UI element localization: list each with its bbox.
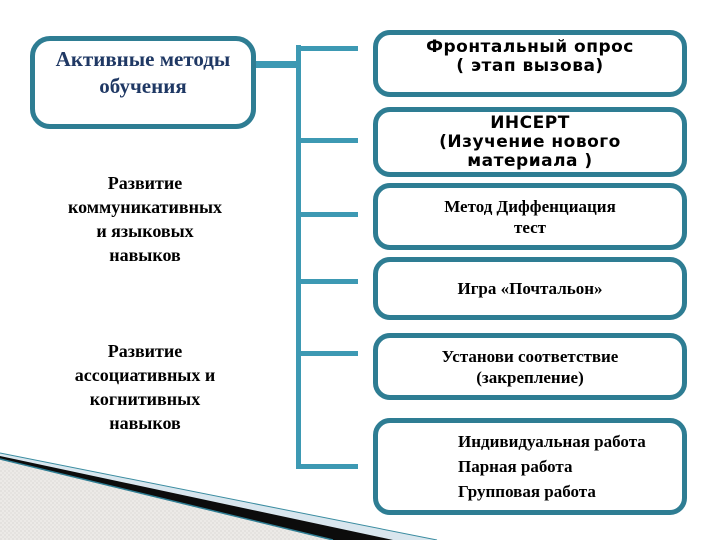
- box-postman-game: Игра «Почтальон»: [373, 257, 687, 320]
- connector-stub-6: [301, 464, 358, 469]
- title-box: Активные методы обучения: [30, 36, 256, 129]
- box-work-forms: Индивидуальная работа Парная работа Груп…: [373, 418, 687, 515]
- connector-stub-5: [301, 351, 358, 356]
- corner-teal-edge-line: [0, 458, 334, 540]
- note-associative-skills: Развитие ассоциативных и когнитивных нав…: [74, 341, 216, 433]
- connector-stub-3: [301, 212, 358, 217]
- box-matching-exercise: Установи соответствие (закрепление): [373, 333, 687, 400]
- connector-stub-1: [301, 46, 358, 51]
- slide-title: Активные методы обучения: [55, 47, 231, 98]
- box-differentiation-test: Метод Диффенциация тест: [373, 183, 687, 250]
- connector-stub-4: [301, 279, 358, 284]
- box-frontal-survey: Фронтальный опрос ( этап вызова): [373, 30, 687, 97]
- connector-vertical-line: [296, 45, 301, 469]
- note-communicative-skills: Развитие коммуникативных и языковых навы…: [67, 173, 223, 265]
- corner-decoration: [0, 452, 438, 540]
- connector-trunk-line: [256, 61, 301, 68]
- corner-blue-edge-line: [0, 452, 438, 540]
- connector-stub-2: [301, 138, 358, 143]
- box-insert-new-material: ИНСЕРТ (Изучение нового материала ): [373, 107, 687, 177]
